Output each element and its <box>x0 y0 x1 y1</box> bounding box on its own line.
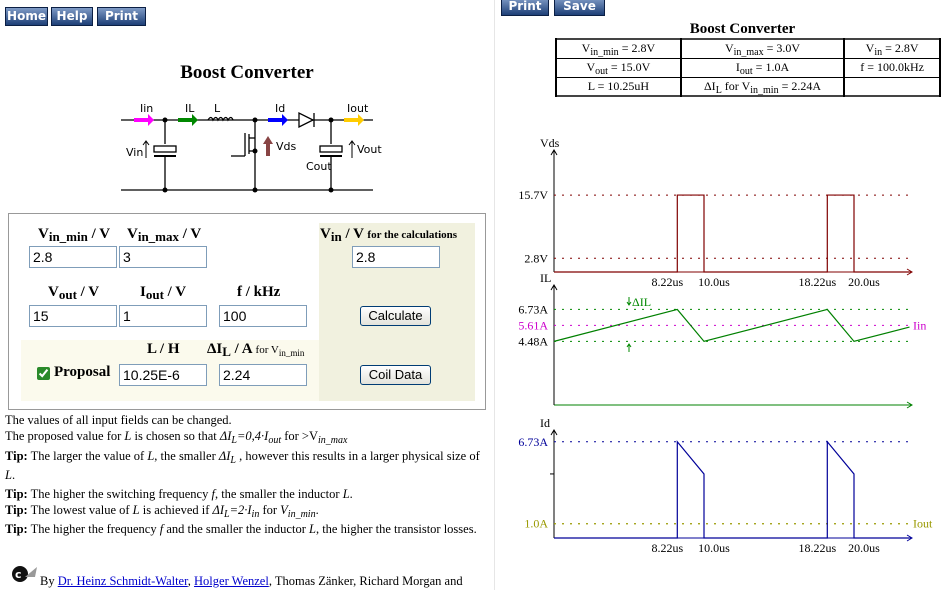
y-tick-label: 1.0A <box>524 517 548 531</box>
vin-max-label: Vin_max / V <box>127 226 202 244</box>
author-link-wenzel[interactable]: Holger Wenzel <box>194 574 269 588</box>
vout-label: Vout / V <box>48 284 100 302</box>
frequency-label: f / kHz <box>237 284 281 300</box>
y-axis-label: Id <box>540 416 550 430</box>
frequency-input[interactable] <box>219 305 307 327</box>
reference-label: Iout <box>913 517 933 531</box>
y-tick-label: 2.8V <box>524 251 548 265</box>
delta-il-input[interactable] <box>219 364 307 386</box>
copyright-logo-icon: c <box>11 565 37 582</box>
results-save-button[interactable]: Save <box>554 0 605 16</box>
y-axis-arrow-icon <box>550 149 558 156</box>
y-axis-arrow-icon <box>550 284 558 291</box>
vin-min-label: Vin_min / V <box>38 226 111 244</box>
reference-label: Iin <box>913 318 926 332</box>
x-tick-label: 20.0us <box>848 275 880 289</box>
vin-max-input[interactable] <box>119 246 207 268</box>
inductance-input[interactable] <box>119 364 207 386</box>
tip-4: Tip: The higher the frequency f and the … <box>5 522 477 536</box>
svg-text:IL: IL <box>185 102 195 115</box>
x-tick-label: 10.0us <box>698 275 730 289</box>
iout-input[interactable] <box>119 305 207 327</box>
tip-3: Tip: The lowest value of L is achieved i… <box>5 503 319 520</box>
svg-text:Vout: Vout <box>357 143 382 156</box>
iout-label: Iout / V <box>140 284 187 302</box>
tip-1: Tip: The larger the value of L, the smal… <box>5 449 480 482</box>
y-tick-label: 6.73A <box>518 302 548 316</box>
authors: By Dr. Heinz Schmidt-Walter, Holger Wenz… <box>40 574 463 588</box>
calculate-button[interactable]: Calculate <box>360 306 431 326</box>
input-form: Vin_min / V Vin_max / V Vin / V for the … <box>8 213 486 410</box>
print-button[interactable]: Print <box>97 7 146 26</box>
x-axis-arrow-icon <box>906 268 913 276</box>
svg-text:L: L <box>214 102 221 115</box>
y-tick-label: 6.73A <box>518 435 548 449</box>
svg-text:Id: Id <box>275 102 285 115</box>
vin-calc-input[interactable] <box>352 246 440 268</box>
note-editable: The values of all input fields can be ch… <box>5 413 232 427</box>
results-title: Boost Converter <box>689 21 796 37</box>
x-axis-arrow-icon <box>906 401 913 409</box>
panel-divider <box>494 0 495 590</box>
series-line <box>553 308 910 343</box>
author-link-schmidt-walter[interactable]: Dr. Heinz Schmidt-Walter <box>57 574 188 588</box>
home-button[interactable]: Home <box>5 7 48 26</box>
proposal-checkbox[interactable] <box>37 367 50 380</box>
coil-data-button[interactable]: Coil Data <box>360 365 431 385</box>
x-tick-label: 18.22us <box>798 541 836 555</box>
y-tick-label: 15.7V <box>518 188 548 202</box>
y-tick-label: 4.48A <box>518 334 548 348</box>
x-tick-label: 8.22us <box>651 541 683 555</box>
svg-text:Vds: Vds <box>276 140 297 153</box>
svg-text:Vin: Vin <box>126 146 143 159</box>
y-axis-label: IL <box>540 271 551 285</box>
y-tick-label: 5.61A <box>518 318 548 332</box>
boost-circuit-diagram: Iin IL L Id Iout Vin Vds Cout Vout <box>121 102 382 193</box>
proposal-label: Proposal <box>54 364 111 380</box>
vin-min-input[interactable] <box>29 246 117 268</box>
series-line <box>554 194 910 273</box>
annotation-label: ΔIL <box>632 295 651 309</box>
delta-arrow-icon <box>626 297 632 352</box>
inductance-label: L / H <box>147 341 180 357</box>
y-axis-arrow-icon <box>550 429 558 436</box>
svg-text:c: c <box>15 568 22 581</box>
series-line <box>554 440 910 539</box>
note-proposal: The proposed value for L is chosen so th… <box>5 429 348 446</box>
vin-calc-label: Vin / V for the calculations <box>320 226 458 244</box>
x-tick-label: 8.22us <box>651 275 683 289</box>
delta-il-label: ΔIL / A for Vin_min <box>207 341 305 359</box>
x-tick-label: 18.22us <box>798 275 836 289</box>
vout-input[interactable] <box>29 305 117 327</box>
svg-text:Iin: Iin <box>140 102 153 115</box>
x-tick-label: 20.0us <box>848 541 880 555</box>
x-tick-label: 10.0us <box>698 541 730 555</box>
help-button[interactable]: Help <box>51 7 93 26</box>
svg-text:Iout: Iout <box>347 102 369 115</box>
x-axis-arrow-icon <box>906 534 913 542</box>
tip-2: Tip: The higher the switching frequency … <box>5 487 353 501</box>
page-title: Boost Converter <box>180 62 314 83</box>
svg-text:Cout: Cout <box>306 160 332 173</box>
y-axis-label: Vds <box>540 136 560 150</box>
results-print-button[interactable]: Print <box>501 0 549 16</box>
